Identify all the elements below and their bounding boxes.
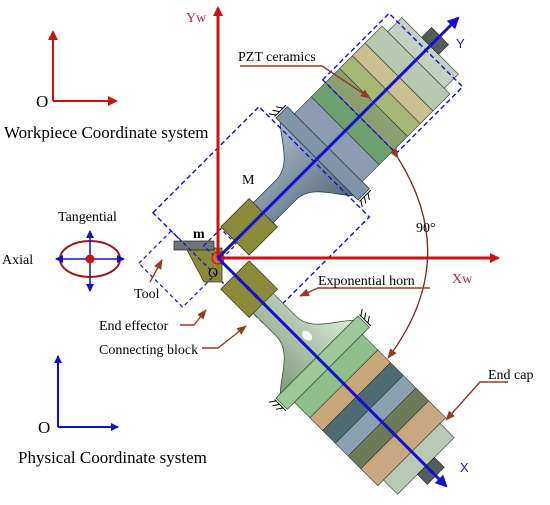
axial-label: Axial [2,253,33,268]
axis-xw-label: Xw [452,272,473,287]
workpiece-origin-label: O [36,92,48,111]
workpiece-cs-symbol [48,30,118,106]
lower-support-1 [359,308,372,327]
axis-yw-label: Yw [186,11,207,26]
leader-tool [149,259,163,283]
tool [173,240,215,251]
leader-exp-horn [299,287,430,297]
axis-x-label: X [460,460,469,475]
lower-support-2 [268,399,287,412]
upper-support-1 [268,104,287,117]
tool-box [137,229,217,309]
mass-m-label: m [193,227,205,242]
mass-m-box [202,227,238,263]
connecting-block-label: Connecting block [99,343,198,358]
mass-M-label: M [242,173,255,188]
pzt-label: PZT ceramics [238,50,316,65]
vibration-ellipse [55,230,125,292]
end-cap-label: End cap [488,368,533,383]
center-origin-label: O [208,266,218,281]
exp-horn-label: Exponential horn [318,274,415,289]
end-effector-label: End effector [99,319,169,334]
physical-cs-label: Physical Coordinate system [18,448,207,467]
upper-support-2 [359,189,372,208]
tool-label: Tool [134,287,160,302]
angle-arc [387,148,429,359]
workpiece-cs-label: Workpiece Coordinate system [4,123,208,142]
tangential-label: Tangential [58,210,117,225]
leader-pzt [240,65,371,99]
leader-end-effector [180,309,207,326]
leader-lines [149,65,508,421]
physical-origin-label: O [38,418,50,437]
lower-transducer [220,260,455,495]
leader-connecting-block [202,325,247,349]
axis-y-label: Y [456,36,465,51]
angle-label: 90° [416,221,436,236]
axis-x [216,256,448,488]
leader-end-cap [445,381,508,421]
physical-cs-symbol [54,355,119,431]
axis-y [216,16,460,260]
